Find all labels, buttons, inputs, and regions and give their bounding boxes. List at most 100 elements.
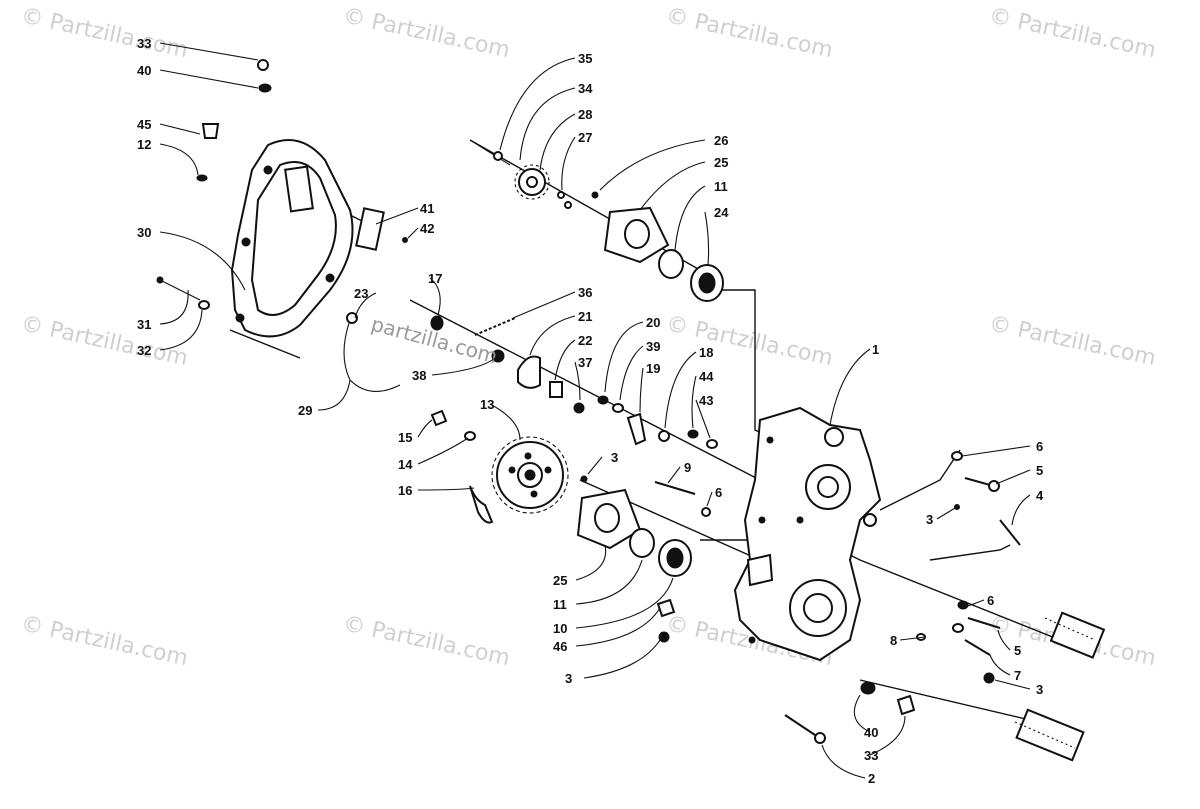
callout-6-right: 6 (1036, 439, 1043, 454)
chain-16 (469, 485, 494, 524)
callout-6-low: 6 (987, 593, 994, 608)
callout-36: 36 (578, 285, 592, 300)
callout-22: 22 (578, 333, 592, 348)
callout-7: 7 (1014, 668, 1021, 683)
callout-25-low: 25 (553, 573, 567, 588)
callout-17: 17 (428, 271, 442, 286)
watermark: © Partzilla.com (987, 3, 1158, 63)
washer-40-bottom (860, 681, 876, 695)
o-ring-11-low (629, 528, 655, 558)
washer-38 (491, 349, 505, 363)
watermark: © Partzilla.com (341, 611, 512, 671)
watermark: © Partzilla.com (19, 3, 190, 63)
callout-28: 28 (578, 107, 592, 122)
watermark: © Partzilla.com (19, 611, 190, 671)
nut-3-right (983, 672, 995, 684)
callout-29: 29 (298, 403, 312, 418)
callout-34: 34 (578, 81, 593, 96)
spring-36 (474, 317, 516, 336)
callout-9: 9 (684, 460, 691, 475)
callout-19: 19 (646, 361, 660, 376)
callout-27: 27 (578, 130, 592, 145)
callout-45: 45 (137, 117, 151, 132)
washer-39 (612, 403, 624, 413)
watermark: © Partzilla.com (987, 311, 1158, 371)
callout-25-top: 25 (714, 155, 728, 170)
washer-6-right (951, 451, 963, 461)
callout-11-top: 11 (714, 179, 728, 194)
callout-38: 38 (412, 368, 426, 383)
bolt-7 (964, 639, 991, 656)
callout-41: 41 (420, 201, 434, 216)
drawing-layer (156, 59, 1106, 762)
callout-37: 37 (578, 355, 592, 370)
bearing-17 (430, 315, 444, 331)
washer-6-low (957, 600, 969, 610)
callout-labels: 33 40 45 12 30 31 32 41 42 23 29 17 36 2… (137, 36, 1044, 786)
callout-5-low: 5 (1014, 643, 1021, 658)
callout-42: 42 (420, 221, 434, 236)
callout-35: 35 (578, 51, 592, 66)
watermark: © Partzilla.com (664, 311, 835, 371)
bearing-10 (658, 539, 692, 577)
pin-19 (626, 412, 647, 446)
callout-30: 30 (137, 225, 151, 240)
roller-22 (549, 381, 563, 398)
bearing-24 (690, 264, 724, 302)
nut-3-low (658, 631, 670, 643)
callout-46: 46 (553, 639, 567, 654)
watermark: © Partzilla.com (341, 3, 512, 63)
washer-20 (597, 395, 609, 405)
callout-33-top: 33 (137, 36, 151, 51)
leader-lines (159, 42, 1031, 779)
sensor-45 (201, 123, 220, 139)
callout-23: 23 (354, 286, 368, 301)
nut-33-top (257, 59, 269, 71)
bolt-5-low (967, 617, 1001, 629)
watermark: © Partzilla.com (664, 3, 835, 63)
nut-33-bottom (896, 694, 916, 716)
washer-37 (573, 402, 585, 414)
washer-43 (706, 439, 718, 449)
main-housing-1 (733, 406, 882, 662)
bolt-9 (654, 481, 696, 495)
callout-8: 8 (890, 633, 897, 648)
callout-40-top: 40 (137, 63, 151, 78)
shaft-upper-right (1044, 611, 1106, 659)
callout-3-low: 3 (565, 671, 572, 686)
bolt-15 (430, 409, 448, 427)
callout-14: 14 (398, 457, 413, 472)
chain-case-cover (230, 139, 354, 338)
callout-20: 20 (646, 315, 660, 330)
upper-sprocket-28 (514, 164, 550, 200)
callout-32: 32 (137, 343, 151, 358)
callout-43: 43 (699, 393, 713, 408)
pad-41 (355, 207, 385, 251)
callout-31: 31 (137, 317, 151, 332)
callout-39: 39 (646, 339, 660, 354)
lower-sprocket-13 (491, 436, 569, 514)
callout-13: 13 (480, 397, 494, 412)
washer-6-mid (701, 507, 711, 517)
callout-18: 18 (699, 345, 713, 360)
washer-12 (196, 174, 208, 182)
callout-33-bottom: 33 (864, 748, 878, 763)
callout-2: 2 (868, 771, 875, 786)
callout-3-right-low: 3 (1036, 682, 1043, 697)
roller-21 (517, 355, 541, 389)
shaft-lower-right (1014, 708, 1085, 762)
washer-32 (198, 300, 210, 310)
callout-26: 26 (714, 133, 728, 148)
o-ring-11-top (658, 249, 684, 279)
callout-15: 15 (398, 430, 412, 445)
callout-3-right-mid: 3 (926, 512, 933, 527)
bolt-2 (784, 714, 816, 736)
callout-10: 10 (553, 621, 567, 636)
bolt-5-right (964, 477, 991, 486)
callout-16: 16 (398, 483, 412, 498)
callout-5-right: 5 (1036, 463, 1043, 478)
washer-40-top (258, 83, 272, 93)
callout-6-mid: 6 (715, 485, 722, 500)
callout-4: 4 (1036, 488, 1044, 503)
